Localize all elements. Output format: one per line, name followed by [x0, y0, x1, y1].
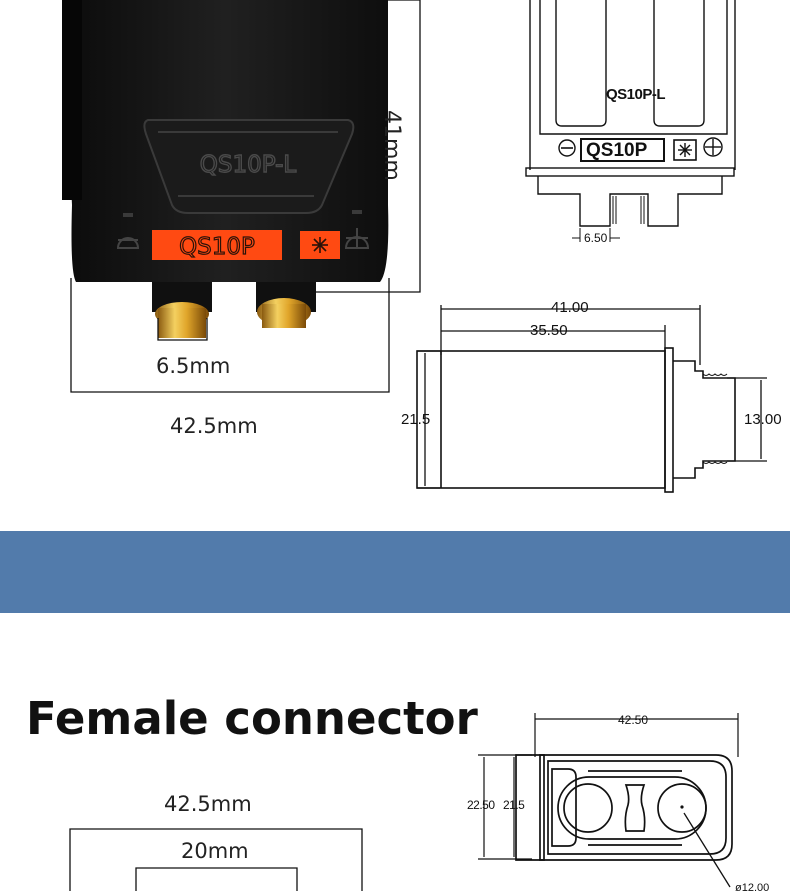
model-badge: [152, 230, 282, 260]
housing-embossed-text: QS10P-L: [200, 152, 297, 178]
plate-model-text: QS10P: [586, 140, 648, 161]
height-dimension-line: [300, 0, 421, 293]
spark-icon-drawing: [678, 143, 692, 157]
housing-plate: [143, 119, 355, 214]
plus-icon-drawing: [703, 137, 723, 157]
female-section-title: Female connector: [26, 692, 478, 745]
overall-length-text: 41.00: [551, 299, 589, 316]
female-width-label: 42.5mm: [164, 792, 252, 816]
plate-outline: [580, 138, 665, 162]
male-top-drawing: [525, 0, 736, 242]
female-dimension-lines: [69, 828, 363, 891]
spark-box: [673, 139, 697, 161]
top-model-text: QS10P-L: [606, 86, 666, 103]
model-badge-text: QS10P: [179, 234, 255, 260]
pin-dim-text: 6.50: [584, 231, 608, 245]
bottom-pin-right: [256, 282, 316, 328]
female-inner-width-label: 20mm: [181, 839, 249, 863]
female-hole-dim-text: ø12.00: [735, 882, 770, 894]
female-width-text: 42.50: [618, 713, 649, 727]
male-side-drawing: [416, 305, 767, 493]
height-text: 21.5: [401, 411, 431, 428]
body-length-text: 35.50: [530, 322, 568, 339]
female-outer-height-text: 22.50: [467, 798, 495, 812]
spark-icon: [312, 237, 328, 253]
tail-height-text: 13.00: [744, 411, 782, 428]
minus-icon-drawing: [558, 139, 576, 157]
width-dimension-line: [70, 278, 390, 393]
female-inner-height-text: 21.5: [503, 798, 525, 812]
male-connector-photo: QS10P-L QS10P: [62, 0, 421, 393]
pin-width-label: 6.5mm: [156, 354, 231, 378]
width-label: 42.5mm: [170, 414, 258, 438]
bottom-pin-left: [152, 282, 212, 338]
pin-dimension-line: [157, 318, 208, 341]
female-drawing: [478, 713, 739, 888]
plus-icon: [344, 210, 370, 249]
section-divider-band: [0, 531, 790, 613]
minus-icon: [116, 213, 140, 249]
height-label: 41mm: [379, 110, 404, 181]
